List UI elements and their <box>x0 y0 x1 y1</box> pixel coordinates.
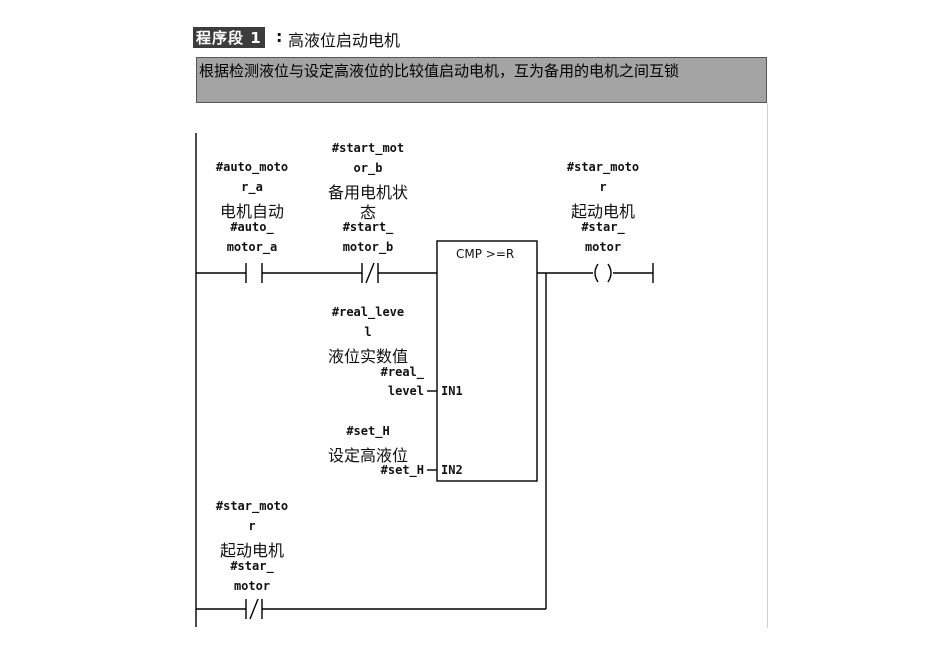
in1-address-1: #real_ <box>380 365 424 379</box>
hold-contact-comment: 起动电机 <box>219 541 285 560</box>
title-separator: : <box>276 27 283 46</box>
cmp-in1-label: IN1 <box>441 384 463 398</box>
network-label: 程序段 1 <box>193 27 265 48</box>
contact-nc-start-motor-b <box>361 262 379 284</box>
hold-contact-symbol-2: r <box>248 519 256 533</box>
contact-auto-address-2: motor_a <box>226 240 278 254</box>
in1-symbol-1: #real_leve <box>331 305 405 319</box>
contact-start-b-symbol-1: #start_mot <box>331 141 405 155</box>
contact-start-b-address-2: motor_b <box>342 240 394 254</box>
contact-start-b-comment-2: 态 <box>359 203 377 222</box>
coil-symbol-2: r <box>599 180 607 194</box>
contact-start-b-address-1: #start_ <box>342 220 394 234</box>
in2-address: #set_H <box>380 463 424 477</box>
network-comment: 根据检测液位与设定高液位的比较值启动电机，互为备用的电机之间互锁 <box>199 62 680 80</box>
in1-symbol-2: l <box>364 325 372 339</box>
contact-auto-symbol-1: #auto_moto <box>215 160 289 174</box>
coil-symbol-1: #star_moto <box>566 160 640 174</box>
in1-address-2: level <box>387 384 424 398</box>
cmp-block-title: CMP >=R <box>456 247 515 261</box>
coil-star-motor <box>594 263 612 283</box>
coil-address-1: #star_ <box>581 220 625 234</box>
network-title: 高液位启动电机 <box>288 31 401 50</box>
coil-address-2: motor <box>584 240 622 254</box>
contact-auto-symbol-2: r_a <box>241 180 263 194</box>
network-comment-box[interactable]: 根据检测液位与设定高液位的比较值启动电机，互为备用的电机之间互锁 <box>196 57 767 103</box>
contact-no-auto-motor-a <box>245 263 263 283</box>
contact-start-b-comment-1: 备用电机状 <box>327 183 409 202</box>
contact-auto-comment: 电机自动 <box>219 202 285 221</box>
in2-symbol: #set_H <box>346 424 390 438</box>
hold-contact-symbol-1: #star_moto <box>215 499 289 513</box>
contact-start-b-symbol-2: or_b <box>353 161 383 175</box>
coil-comment: 起动电机 <box>570 202 636 221</box>
editor-right-border <box>767 103 768 628</box>
in2-comment: 设定高液位 <box>327 446 409 465</box>
hold-contact-address-2: motor <box>233 579 271 593</box>
contact-nc-star-motor <box>245 598 263 620</box>
cmp-in2-label: IN2 <box>441 463 463 477</box>
cmp-block-frame <box>436 240 538 482</box>
hold-contact-address-1: #star_ <box>230 559 274 573</box>
in1-comment: 液位实数值 <box>327 347 409 366</box>
contact-auto-address-1: #auto_ <box>230 220 274 234</box>
